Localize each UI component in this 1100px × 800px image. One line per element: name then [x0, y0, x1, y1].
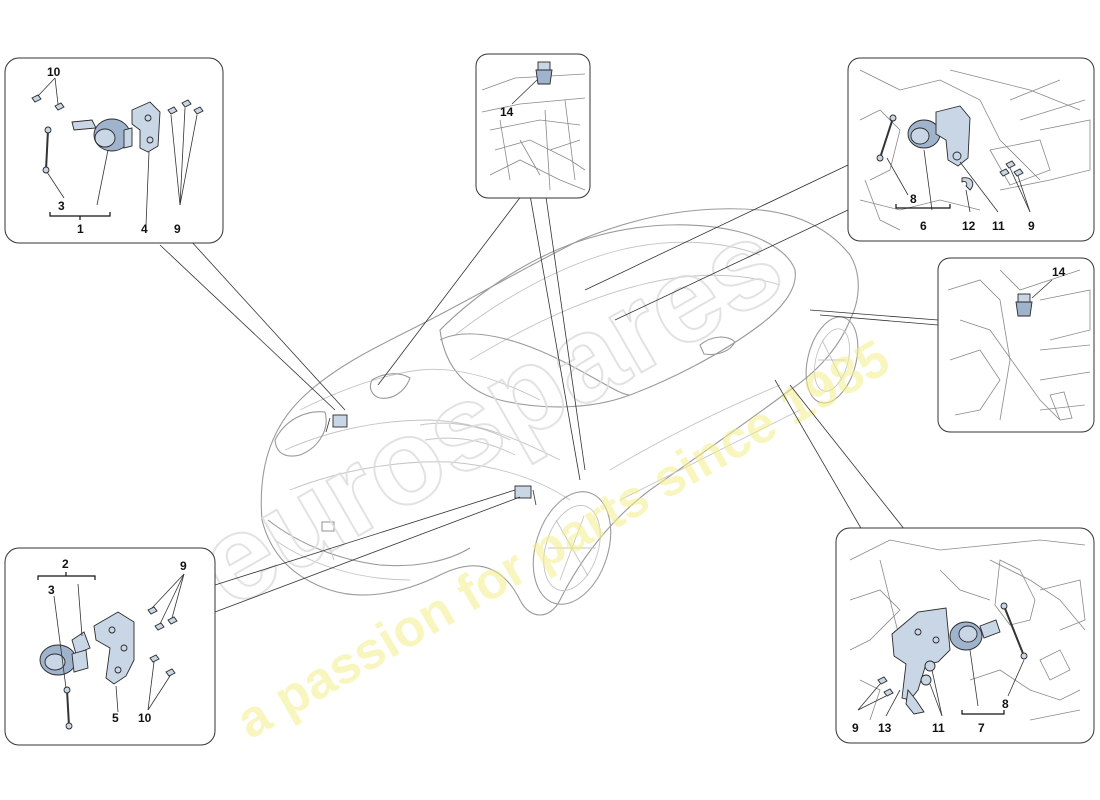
callout-9: 9	[174, 222, 181, 236]
callout-9: 9	[852, 721, 859, 735]
callout-14: 14	[500, 105, 514, 119]
callout-3: 3	[48, 583, 55, 597]
callout-12: 12	[962, 219, 976, 233]
callout-1: 1	[77, 222, 84, 236]
panel-rear-right-sensor: 9 13 11 7 8	[835, 527, 1095, 744]
callout-9: 9	[180, 559, 187, 573]
callout-4: 4	[141, 222, 148, 236]
callout-13: 13	[878, 721, 892, 735]
callout-9: 9	[1028, 219, 1035, 233]
leader-lines	[159, 164, 939, 613]
callout-7: 7	[978, 721, 985, 735]
callout-11: 11	[932, 721, 945, 735]
panel-front-sensor-kit: 10 3 1 4 9	[4, 57, 224, 244]
callout-5: 5	[112, 711, 119, 725]
rear-sensor-on-car	[514, 485, 537, 506]
car-outline	[260, 208, 859, 616]
callout-14: 14	[1052, 265, 1066, 279]
front-sensor-on-car	[325, 414, 348, 433]
callout-6: 6	[920, 219, 927, 233]
callout-3: 3	[58, 199, 65, 213]
callout-8: 8	[910, 192, 917, 206]
watermark: eurospares a passion for parts since 198…	[175, 192, 899, 750]
panel-rear-frame-bumper: 14	[937, 257, 1095, 433]
callout-10: 10	[138, 711, 152, 725]
callout-2: 2	[62, 557, 69, 571]
panel-rear-left-sensor: 8 6 12 11 9	[847, 57, 1095, 242]
callout-8: 8	[1002, 697, 1009, 711]
callout-10: 10	[47, 65, 61, 79]
callout-11: 11	[992, 219, 1005, 233]
panel-front-frame-bumper: 14	[475, 53, 591, 199]
panel-front-right-sensor-kit: 2 3 9 5 10	[4, 547, 216, 746]
